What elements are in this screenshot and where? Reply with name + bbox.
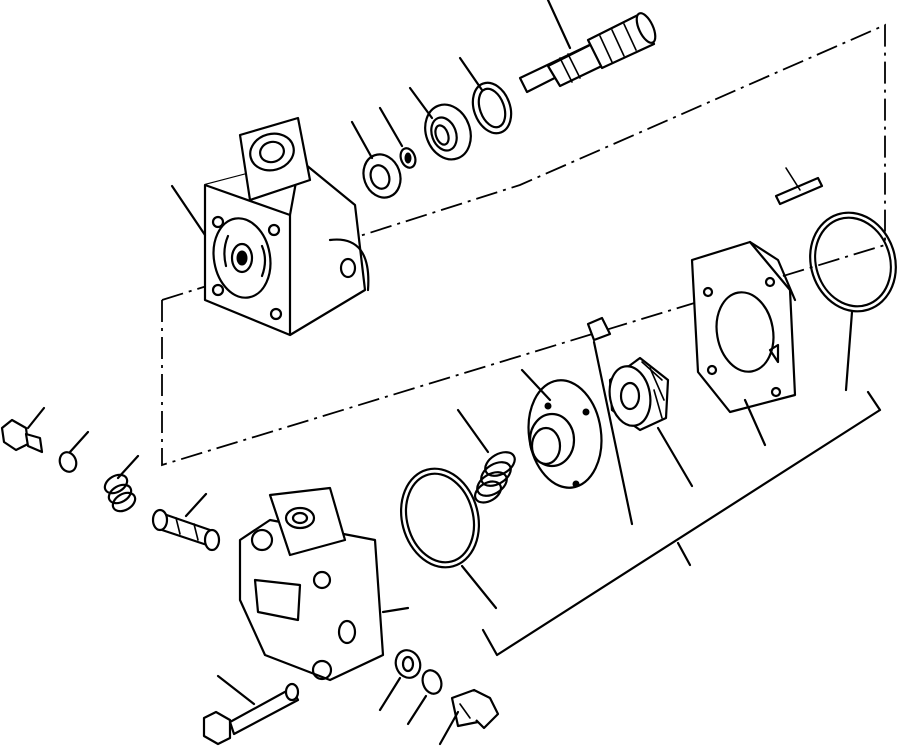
- key: [378, 106, 417, 169]
- front-housing: [170, 116, 370, 337]
- seal-ring-bottom: [406, 669, 443, 726]
- washer-bottom: [378, 649, 422, 712]
- long-bolt: [202, 674, 300, 746]
- spring: [456, 408, 516, 504]
- gear-rotor: [608, 356, 694, 488]
- hex-bolt: [438, 688, 500, 746]
- o-ring-mid: [399, 467, 498, 610]
- o-ring-large: [809, 211, 897, 392]
- wear-plate: [690, 240, 797, 447]
- small-key: [586, 316, 634, 526]
- washer-small: [58, 430, 90, 473]
- plug-bolt: [0, 406, 46, 454]
- oil-seal: [350, 120, 402, 199]
- snap-ring: [458, 56, 513, 135]
- rear-housing: [238, 486, 410, 682]
- plunger: [151, 492, 221, 552]
- spring-small: [103, 454, 140, 513]
- ball-bearing: [408, 86, 472, 161]
- cam-ring: [520, 368, 603, 489]
- assembly-outline-upper: [161, 23, 886, 467]
- pin: [774, 167, 824, 206]
- assembly-bracket-lower: [481, 390, 882, 657]
- spline-shaft: [518, 0, 657, 94]
